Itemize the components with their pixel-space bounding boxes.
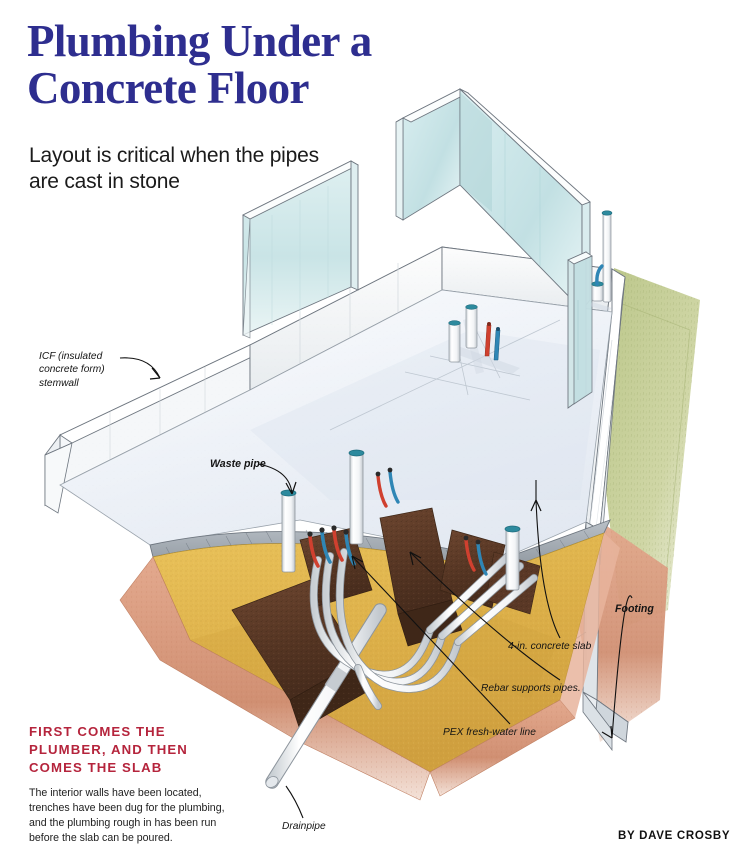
callout-concrete-slab: 4-in. concrete slab xyxy=(508,641,592,652)
footing-leader-arrow xyxy=(601,725,613,739)
pvc-stub-b xyxy=(448,320,461,363)
waste-pipe-riser-center xyxy=(348,449,365,545)
slab-pipe-stubs-center xyxy=(448,304,520,374)
pex-blue-stub xyxy=(493,327,501,361)
callout-rebar-supports: Rebar supports pipes. xyxy=(481,683,581,694)
slab-riser-right xyxy=(590,210,613,312)
page-subtitle: Layout is critical when the pipes are ca… xyxy=(29,144,319,194)
trench-pipe-stubs xyxy=(280,449,521,591)
callout-footing: Footing xyxy=(615,603,654,615)
interior-wall-left xyxy=(242,160,359,339)
interior-wall-return xyxy=(567,251,593,409)
grass-grade xyxy=(600,268,700,628)
interior-wall-back-left xyxy=(395,88,469,221)
callout-pex-line: PEX fresh-water line xyxy=(443,727,536,738)
byline: By Dave Crosby xyxy=(618,830,731,842)
sidebar-body-text: The interior walls have been located, tr… xyxy=(29,787,225,845)
callout-waste-pipe: Waste pipe xyxy=(210,458,266,470)
pex-red-stub xyxy=(484,322,492,357)
waste-pipe-riser-right xyxy=(504,525,521,591)
interior-wall-back xyxy=(459,87,591,312)
pex-cluster-mid xyxy=(375,467,400,508)
pipe-bundle xyxy=(309,548,538,710)
callout-drainpipe: Drainpipe xyxy=(282,821,326,832)
pvc-stub-elbow-right xyxy=(591,264,604,302)
pex-cluster-right xyxy=(463,535,488,576)
waste-pipe-riser xyxy=(280,489,297,573)
leader-lines xyxy=(119,357,633,819)
pvc-stub-a xyxy=(465,304,478,349)
drainpipe-main xyxy=(265,603,387,789)
layout-lines xyxy=(329,317,561,431)
callout-icf-stemwall: ICF (insulated concrete form) stemwall xyxy=(39,351,105,389)
stemwall-back-left xyxy=(249,246,456,391)
page-title: Plumbing Under a Concrete Floor xyxy=(27,16,372,113)
cut-earth-face xyxy=(119,533,620,801)
sidebar-heading: First comes the plumber, and then comes … xyxy=(29,724,188,776)
